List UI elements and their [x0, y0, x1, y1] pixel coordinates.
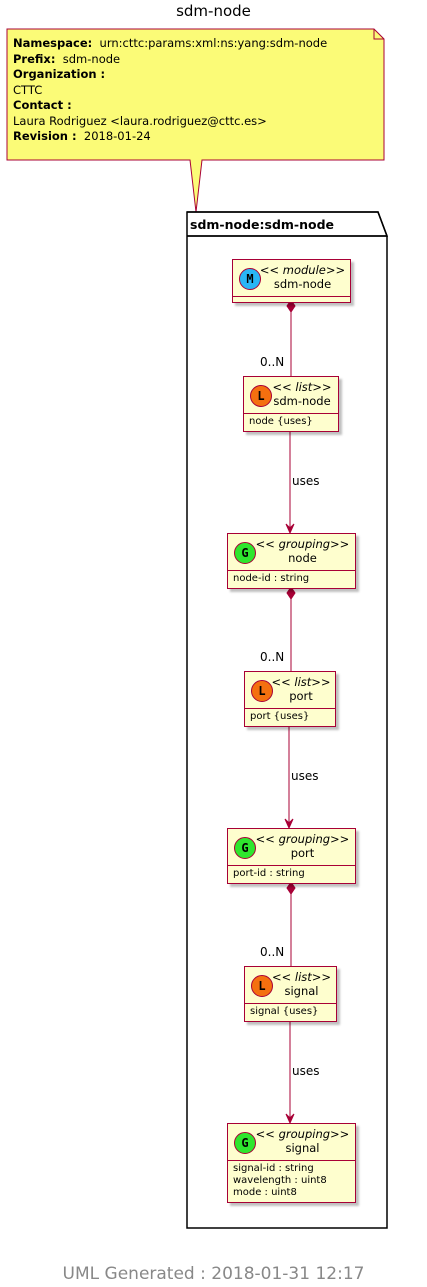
class-attribute: mode : uint8: [233, 1187, 297, 1198]
multiplicity-label: 0..N: [260, 355, 285, 369]
composition-diamond: [286, 586, 296, 600]
class-attributes: port {uses}: [245, 709, 335, 726]
class-box-list-sdm-node: L<< list>>sdm-node node {uses}: [243, 376, 339, 432]
note-organization-label: Organization :: [13, 67, 106, 81]
class-attributes-empty: [233, 297, 350, 302]
stereotype-m-icon: M: [239, 268, 261, 290]
class-divider: [228, 570, 355, 571]
class-name: port: [290, 846, 315, 860]
class-divider: [245, 708, 335, 709]
class-box-grouping-node: G<< grouping>>node node-id : string: [227, 533, 356, 589]
stereotype-l-icon: L: [250, 385, 272, 407]
class-name: sdm-node: [273, 394, 331, 408]
class-attribute: wavelength : uint8: [233, 1175, 327, 1186]
class-box-list-signal: L<< list>>signal signal {uses}: [244, 966, 337, 1022]
note: Namespace: urn:cttc:params:xml:ns:yang:s…: [13, 36, 378, 145]
arrowhead: [284, 818, 294, 830]
note-organization-value: CTTC: [13, 82, 43, 97]
note-contact-label: Contact :: [13, 98, 72, 112]
class-stereotype: << module>>: [259, 263, 346, 277]
note-prefix: Prefix: sdm-node: [13, 51, 121, 66]
note-revision: Revision : 2018-01-24: [13, 129, 151, 143]
multiplicity-label: 0..N: [260, 650, 285, 664]
class-name: port: [289, 689, 313, 703]
multiplicity-label: 0..N: [260, 945, 285, 959]
class-header: L<< list>>signal: [245, 967, 336, 1003]
class-attributes: node-id : string: [228, 571, 355, 588]
class-box-module-sdm-node: M<< module>>sdm-node: [232, 259, 351, 303]
class-name: signal: [285, 1141, 320, 1155]
class-attribute: node {uses}: [249, 416, 313, 427]
class-header: G<< grouping>>node: [228, 534, 355, 570]
composition-diamond: [286, 299, 296, 313]
class-divider: [228, 865, 355, 866]
note-shape: [6, 28, 385, 213]
class-attribute: signal-id : string: [233, 1163, 314, 1174]
class-divider: [228, 1160, 355, 1161]
class-box-list-port: L<< list>>port port {uses}: [244, 671, 336, 727]
note-fold: [373, 29, 384, 40]
stereotype-l-icon: L: [251, 975, 273, 997]
class-stereotype: << grouping>>: [255, 537, 350, 551]
class-attribute: port {uses}: [250, 711, 310, 722]
stereotype-g-icon: G: [234, 1132, 256, 1154]
class-header: L<< list>>port: [245, 672, 335, 708]
class-name: sdm-node: [273, 277, 332, 291]
class-stereotype: << list>>: [271, 675, 331, 689]
edge-layer: [284, 299, 296, 1125]
class-attributes: signal {uses}: [245, 1004, 336, 1021]
footer-timestamp: UML Generated : 2018-01-31 12:17: [62, 1264, 365, 1284]
arrowhead: [285, 1113, 295, 1125]
class-header: G<< grouping>>signal: [228, 1124, 355, 1160]
class-box-grouping-port: G<< grouping>>port port-id : string: [227, 828, 356, 884]
stereotype-g-icon: G: [234, 542, 256, 564]
class-attributes: port-id : string: [228, 866, 355, 883]
arrowhead: [285, 523, 295, 535]
uses-label: uses: [292, 474, 320, 488]
class-divider: [245, 1003, 336, 1004]
class-stereotype: << grouping>>: [255, 1127, 350, 1141]
stereotype-g-icon: G: [234, 837, 256, 859]
class-attribute: node-id : string: [233, 573, 310, 584]
diagram-title: sdm-node: [176, 2, 251, 20]
class-attributes: node {uses}: [244, 414, 338, 431]
class-divider: [233, 296, 350, 297]
class-stereotype: << list>>: [271, 970, 332, 984]
class-name: node: [288, 551, 317, 565]
class-attribute: signal {uses}: [250, 1006, 319, 1017]
class-header: M<< module>>sdm-node: [233, 260, 350, 296]
class-divider: [244, 413, 338, 414]
note-namespace: Namespace: urn:cttc:params:xml:ns:yang:s…: [13, 36, 328, 50]
composition-diamond: [286, 881, 296, 895]
stereotype-l-icon: L: [251, 680, 273, 702]
uses-label: uses: [291, 769, 319, 783]
class-stereotype: << grouping>>: [255, 832, 350, 846]
note-contact-value: Laura Rodriguez <laura.rodriguez@cttc.es…: [13, 113, 267, 128]
package-label: sdm-node:sdm-node: [190, 217, 335, 232]
class-name: signal: [284, 984, 319, 998]
class-attribute: port-id : string: [233, 868, 305, 879]
uses-label: uses: [292, 1064, 320, 1078]
class-stereotype: << list>>: [272, 380, 332, 394]
class-header: G<< grouping>>port: [228, 829, 355, 865]
class-header: L<< list>>sdm-node: [244, 377, 338, 413]
